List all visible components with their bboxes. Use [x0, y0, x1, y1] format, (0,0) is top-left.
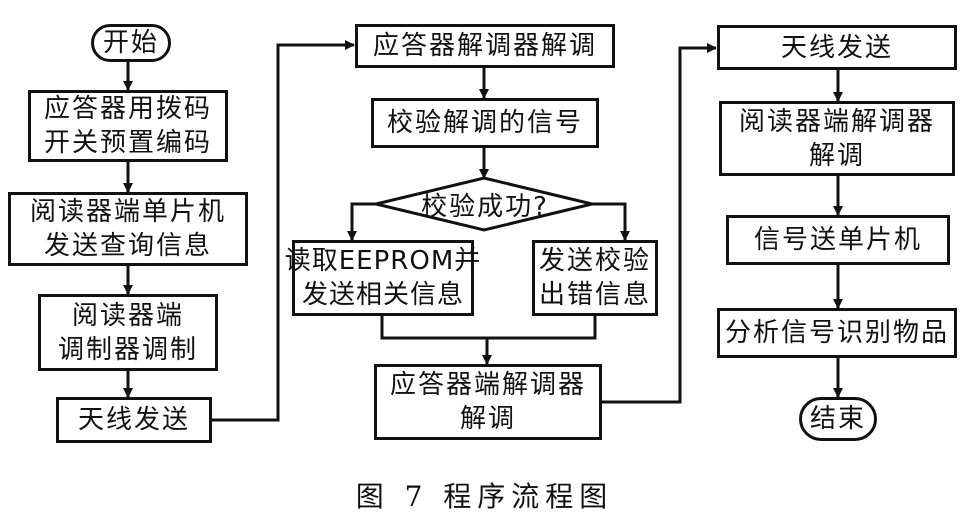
arrow-decision-to-error	[592, 202, 630, 241]
antenna-send-box-2: 天线发送	[717, 25, 957, 70]
signal-to-mcu-box: 信号送单片机	[726, 215, 950, 265]
analyze-identify-box: 分析信号识别物品	[717, 308, 957, 358]
arrow-transponder2-to-antenna2	[601, 43, 717, 404]
transponder-demod-box-2: 应答器端解调器 解调	[374, 364, 602, 440]
reader-demod-box: 阅读器端解调器 解调	[719, 101, 955, 176]
transponder-demod-box: 应答器解调器解调	[355, 24, 615, 68]
figure-caption: 图 7 程序流程图	[355, 480, 614, 513]
line-error-down	[487, 316, 597, 340]
mcu-send-query-box: 阅读器端单片机 发送查询信息	[8, 192, 248, 266]
start-node: 开始	[91, 24, 171, 62]
decision-diamond	[375, 176, 593, 232]
antenna-send-box-1: 天线发送	[56, 397, 212, 443]
end-node: 结束	[799, 397, 877, 441]
line-read-down	[380, 316, 487, 340]
reader-modulate-box: 阅读器端 调制器调制	[38, 294, 218, 371]
read-eeprom-box: 读取EEPROM并 发送相关信息	[285, 240, 480, 316]
send-error-box: 发送校验 出错信息	[532, 240, 658, 316]
arrow-decision-to-read	[347, 202, 376, 241]
preset-code-box: 应答器用拨码 开关预置编码	[28, 90, 228, 162]
verify-signal-box: 校验解调的信号	[371, 98, 599, 148]
decision-label: 校验成功?	[421, 192, 549, 222]
arrow-antenna-to-transponder	[212, 40, 355, 422]
